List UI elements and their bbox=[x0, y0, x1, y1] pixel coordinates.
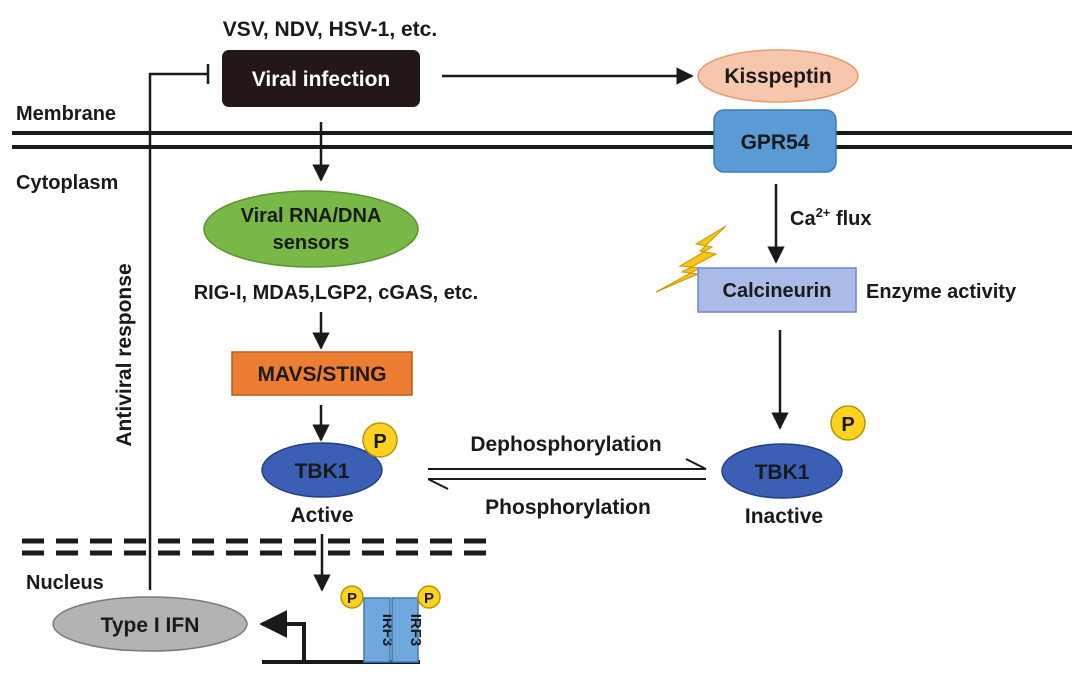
gpr54-label: GPR54 bbox=[741, 131, 810, 154]
kisspeptin-label: Kisspeptin bbox=[724, 65, 831, 88]
transcription-arrow bbox=[259, 610, 306, 662]
ca-flux-label: Ca2+ flux bbox=[790, 205, 872, 230]
antiviral-response-label: Antiviral response bbox=[113, 263, 136, 446]
mavs-sting-box bbox=[231, 351, 413, 396]
phosphorylation-label: Phosphorylation bbox=[485, 496, 651, 519]
dephosphorylation-label: Dephosphorylation bbox=[470, 433, 661, 456]
tbk1-inactive-ellipse bbox=[721, 443, 843, 499]
tbk1-active-ellipse bbox=[261, 442, 383, 498]
tbk1-active-label: TBK1 bbox=[295, 460, 350, 483]
tbk1-active-phospho-circle bbox=[362, 422, 398, 458]
enzyme-activity-label: Enzyme activity bbox=[866, 281, 1017, 303]
viral-infection-box bbox=[222, 50, 420, 107]
gpr54-box bbox=[713, 109, 837, 173]
irf3-left-box bbox=[363, 597, 391, 663]
irf3-right-label: IRF3 bbox=[407, 614, 424, 647]
phosphorylation-barb bbox=[427, 478, 449, 490]
irf3-left-phospho-circle bbox=[340, 585, 364, 609]
sensors-label-line2: sensors bbox=[273, 232, 350, 254]
kisspeptin-ellipse bbox=[697, 49, 859, 103]
viral-sensors-ellipse bbox=[203, 190, 419, 268]
mavs-sting-label: MAVS/STING bbox=[257, 363, 386, 386]
dephosphorylation-barb bbox=[685, 458, 707, 470]
sensors-examples-label: RIG-I, MDA5,LGP2, cGAS, etc. bbox=[194, 282, 479, 304]
inactive-label: Inactive bbox=[745, 505, 823, 528]
sensors-label-line1: Viral RNA/DNA bbox=[241, 205, 382, 227]
virus-examples-label: VSV, NDV, HSV-1, etc. bbox=[223, 18, 437, 41]
irf3-right-box bbox=[391, 597, 419, 663]
calcineurin-label: Calcineurin bbox=[723, 280, 832, 302]
irf3-left-phospho-label: P bbox=[347, 590, 357, 607]
tbk1-inactive-label: TBK1 bbox=[755, 461, 810, 484]
tbk1-inactive-phospho-circle bbox=[830, 405, 866, 441]
active-label: Active bbox=[290, 504, 353, 527]
type-i-ifn-ellipse bbox=[52, 596, 248, 652]
irf3-right-phospho-label: P bbox=[424, 590, 434, 607]
tbk1-active-phospho-label: P bbox=[373, 431, 386, 453]
lightning-bolt-icon bbox=[655, 225, 727, 293]
type-i-ifn-label: Type I IFN bbox=[101, 614, 200, 637]
calcineurin-box bbox=[697, 267, 857, 313]
cytoplasm-label: Cytoplasm bbox=[16, 172, 118, 194]
nucleus-label: Nucleus bbox=[26, 572, 104, 594]
irf3-right-phospho-circle bbox=[417, 585, 441, 609]
membrane-label: Membrane bbox=[16, 103, 116, 125]
antiviral-feedback-line bbox=[148, 72, 208, 590]
viral-infection-label: Viral infection bbox=[252, 68, 390, 91]
tbk1-inactive-phospho-label: P bbox=[841, 414, 854, 436]
